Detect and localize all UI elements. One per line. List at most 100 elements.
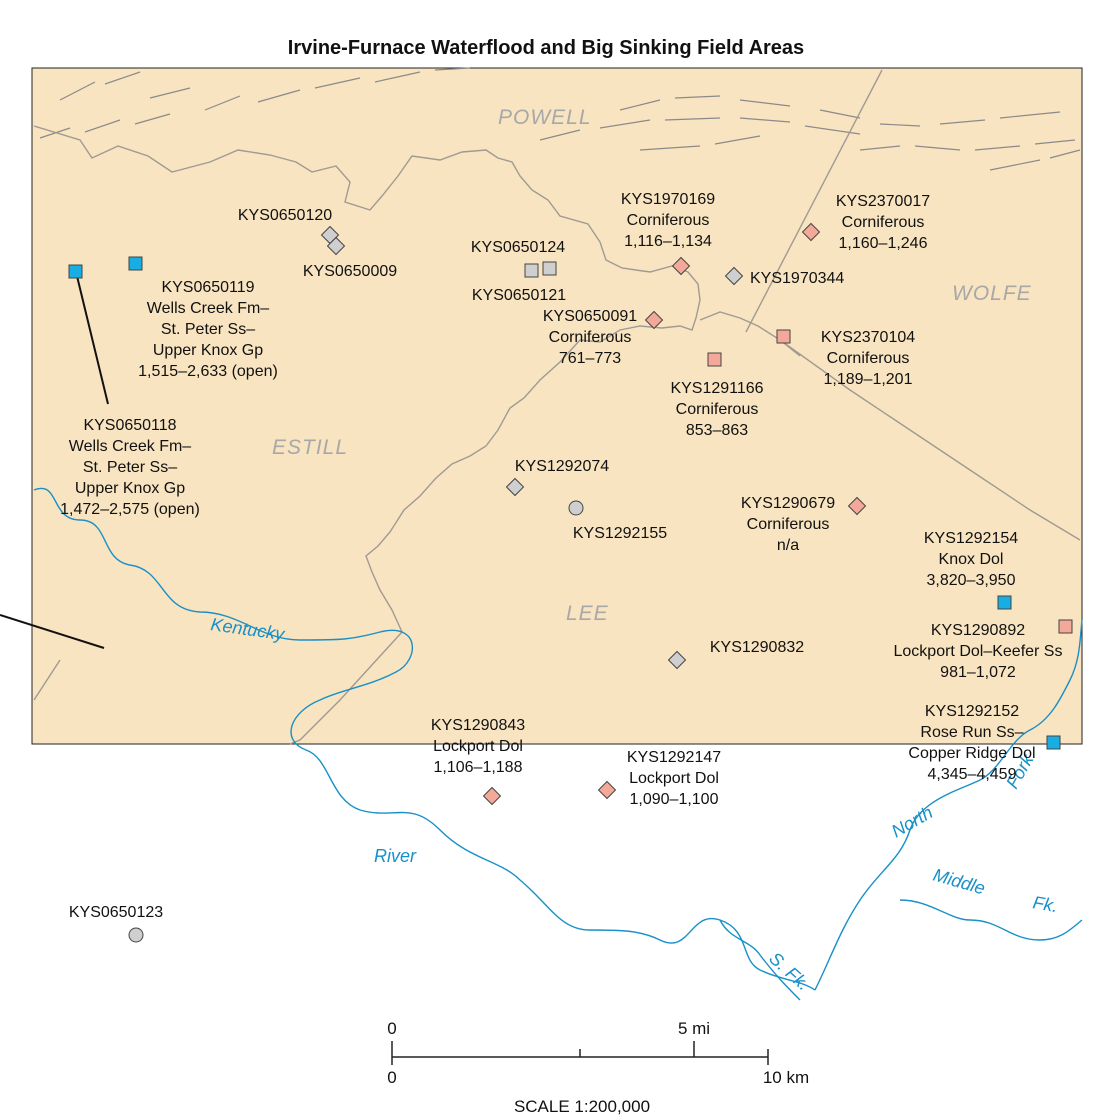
well-detail: St. Peter Ss– [161, 321, 255, 338]
well-symbol-red-diamond[interactable] [671, 256, 691, 276]
well-id: KYS1292154 [924, 530, 1018, 547]
well-detail: 1,515–2,633 (open) [138, 363, 278, 380]
fault-line [639, 135, 761, 151]
scale-ratio: SCALE 1:200,000 [514, 1097, 650, 1115]
fault-line [819, 109, 1061, 127]
map-title: Irvine-Furnace Waterflood and Big Sinkin… [288, 37, 804, 59]
well-detail: Upper Knox Gp [75, 480, 185, 497]
well-detail: Wells Creek Fm– [69, 438, 191, 455]
well-detail: 1,116–1,134 [624, 233, 712, 250]
well-symbol-blue-square[interactable] [1046, 735, 1061, 750]
rivers [33, 487, 1083, 1001]
river-label-middle: Middle [931, 865, 987, 899]
well-id: KYS1292152 [925, 703, 1019, 720]
well-symbol-blue-square[interactable] [68, 264, 83, 279]
river-kentucky [33, 487, 816, 991]
well-detail: 761–773 [559, 350, 621, 367]
well-symbol-red-square[interactable] [1058, 619, 1073, 634]
well-label: KYS0650009 [303, 263, 397, 280]
well-id: KYS2370017 [836, 193, 930, 210]
well-detail: Knox Dol [939, 551, 1004, 568]
well-id: KYS0650120 [238, 207, 332, 224]
well-symbol-gray-circle[interactable] [128, 927, 144, 943]
fault-line [59, 67, 471, 111]
well-symbol-red-square[interactable] [707, 352, 722, 367]
well-detail: Corniferous [676, 401, 759, 418]
river-label-river: River [374, 846, 417, 866]
well-symbol-red-diamond[interactable] [482, 786, 502, 806]
fault-line [539, 117, 861, 141]
river-label-north: North [888, 802, 936, 841]
well-detail: Corniferous [549, 329, 632, 346]
fault-line [859, 139, 1076, 151]
well-detail: Lockport Dol–Keefer Ss [894, 643, 1063, 660]
well-detail: St. Peter Ss– [83, 459, 177, 476]
well-detail: Lockport Dol [629, 770, 719, 787]
scale-mi-zero: 0 [387, 1019, 396, 1038]
well-detail: Copper Ridge Dol [908, 745, 1035, 762]
well-detail: Corniferous [827, 350, 910, 367]
well-symbol-gray-circle[interactable] [568, 500, 584, 516]
well-symbol-red-square[interactable] [776, 329, 791, 344]
well-id: KYS0650118 [83, 417, 176, 434]
well-label: KYS0650124 [471, 239, 565, 256]
well-symbol-gray-diamond[interactable] [667, 650, 687, 670]
well-symbol-gray-diamond[interactable] [724, 266, 744, 286]
fault-line [619, 95, 791, 111]
well-detail: Corniferous [747, 516, 830, 533]
well-symbol-blue-square[interactable] [997, 595, 1012, 610]
county-label-wolfe: WOLFE [952, 282, 1032, 305]
river-middle-fork [899, 899, 1083, 941]
well-id: KYS0650121 [472, 287, 566, 304]
well-detail: 1,472–2,575 (open) [60, 501, 200, 518]
well-symbol-red-diamond[interactable] [597, 780, 617, 800]
well-id: KYS0650009 [303, 263, 397, 280]
scale-bar: 0 5 mi 0 10 km SCALE 1:200,000 [387, 1019, 809, 1115]
well-label: KYS0650120 [238, 207, 332, 224]
well-id: KYS1292074 [515, 458, 609, 475]
well-symbol-blue-square[interactable] [128, 256, 143, 271]
county-boundary [745, 69, 883, 333]
map-content: POWELL WOLFE ESTILL LEE Kentucky River N… [0, 67, 1083, 1001]
county-boundary [779, 339, 1081, 541]
well-id: KYS1292155 [573, 525, 667, 542]
well-symbol-red-diamond[interactable] [644, 310, 664, 330]
county-boundary [33, 125, 701, 633]
well-detail: 1,106–1,188 [434, 759, 523, 776]
well-detail: Wells Creek Fm– [147, 300, 269, 317]
well-id: KYS0650123 [69, 904, 163, 921]
well-symbol-gray-diamond[interactable] [326, 236, 346, 256]
well-id: KYS1290843 [431, 717, 525, 734]
well-label: KYS0650123 [69, 904, 163, 921]
well-label: KYS1290832 [710, 639, 804, 656]
well-label: KYS1292155 [573, 525, 667, 542]
well-symbol-red-diamond[interactable] [801, 222, 821, 242]
well-id: KYS1970344 [750, 270, 844, 287]
leader-line [75, 271, 109, 405]
well-symbol-gray-diamond[interactable] [505, 477, 525, 497]
well-id: KYS1292147 [627, 749, 721, 766]
fault-lines [39, 67, 1081, 171]
county-label-lee: LEE [566, 602, 609, 625]
well-symbol-red-diamond[interactable] [847, 496, 867, 516]
well-symbol-gray-square[interactable] [542, 261, 557, 276]
well-symbol-gray-square[interactable] [524, 263, 539, 278]
well-id: KYS2370104 [821, 329, 915, 346]
well-id: KYS0650091 [543, 308, 637, 325]
leader-line [0, 614, 105, 649]
fault-line [989, 149, 1081, 171]
well-detail: 1,090–1,100 [630, 791, 719, 808]
well-detail: 981–1,072 [940, 664, 1016, 681]
well-id: KYS1290832 [710, 639, 804, 656]
